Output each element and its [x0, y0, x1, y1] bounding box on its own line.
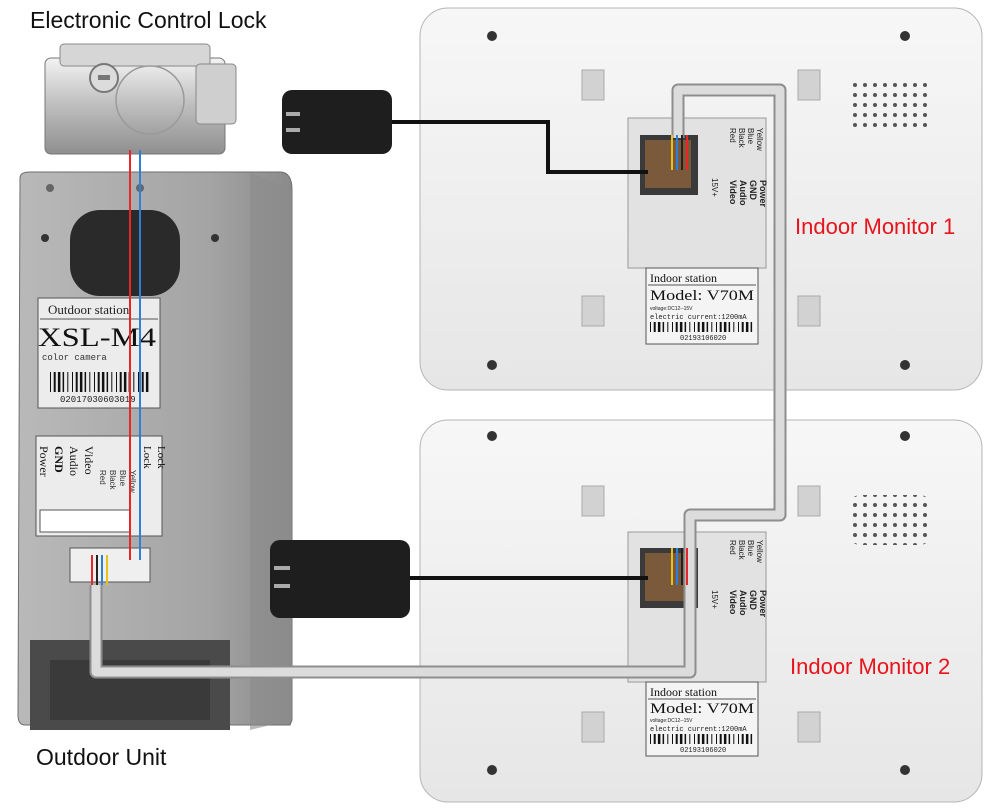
- barcode-icon: [650, 734, 753, 744]
- outdoor-serial: 02017030603019: [60, 395, 136, 405]
- lock-cylinder-icon: [89, 63, 119, 93]
- monitor1-wire-color-3: Black: [737, 128, 746, 149]
- outdoor-camera-text: color camera: [42, 353, 107, 363]
- outdoor-terminal-block: Power GND Audio Video Red Black Blue Yel…: [35, 435, 167, 537]
- monitor2-wire-name-1: Video: [728, 590, 738, 615]
- monitor1-label: Indoor station Model: V70M voltage:DC12-…: [645, 267, 759, 345]
- monitor2-wire-name-4: Power: [758, 590, 768, 618]
- lock-title: Electronic Control Lock: [30, 7, 267, 33]
- monitor2-voltage: voltage:DC12--15V: [650, 718, 693, 724]
- terminal-label-video: Video: [82, 446, 96, 475]
- terminal-color-black: Black: [108, 470, 117, 491]
- monitor2-current: electric current:1200mA: [650, 726, 747, 734]
- monitor2-wire-color-3: Black: [737, 540, 746, 561]
- monitor2-wire-name-3: GND: [748, 590, 758, 611]
- speaker-grille-icon: [850, 495, 930, 545]
- monitor2-title: Indoor Monitor 2: [790, 654, 950, 679]
- monitor2-wire-color-1: Yellow: [755, 540, 764, 563]
- outdoor-connector-wires: [91, 555, 108, 585]
- monitor2-label: Indoor station Model: V70M voltage:DC12-…: [645, 681, 759, 757]
- barcode-icon: [650, 322, 753, 332]
- outdoor-station-header: Outdoor station: [48, 302, 130, 317]
- monitor1-model: Model: V70M: [650, 288, 754, 304]
- lock-terminal-label-1: Lock: [141, 446, 153, 469]
- monitor2-terminal-wires: [671, 548, 688, 585]
- monitor1-serial: 02193106020: [680, 335, 726, 343]
- terminal-color-blue: Blue: [118, 470, 127, 487]
- power-adapter-icon: [270, 540, 648, 618]
- terminal-color-red: Red: [98, 470, 107, 485]
- monitor1-wire-name-2: Audio: [738, 180, 748, 206]
- monitor1-wire-name-3: GND: [748, 180, 758, 201]
- monitor1-current: electric current:1200mA: [650, 314, 747, 322]
- monitor2-model: Model: V70M: [650, 701, 754, 717]
- monitor1-station-header: Indoor station: [650, 271, 717, 285]
- monitor2-station-header: Indoor station: [650, 685, 717, 699]
- monitor1-dc-label: 15V+: [710, 178, 719, 197]
- terminal-label-audio: Audio: [67, 446, 81, 476]
- terminal-label-gnd: GND: [52, 446, 66, 473]
- monitor1-wire-color-1: Yellow: [755, 128, 764, 151]
- electronic-lock: [44, 43, 237, 155]
- outdoor-unit: Outdoor station XSL-M4 color camera 0201…: [17, 171, 293, 730]
- indoor-monitor-2: Yellow Blue Black Red Video Audio GND Po…: [419, 419, 983, 803]
- monitor1-wire-name-4: Power: [758, 180, 768, 208]
- outdoor-label: Outdoor station XSL-M4 color camera 0201…: [37, 297, 161, 409]
- speaker-grille-icon: [850, 80, 930, 130]
- monitor1-wire-color-4: Red: [728, 128, 737, 143]
- terminal-label-power: Power: [37, 446, 51, 477]
- monitor1-title: Indoor Monitor 1: [795, 214, 955, 239]
- monitor1-voltage: voltage:DC12--15V: [650, 306, 693, 312]
- lock-wires: [129, 150, 141, 560]
- barcode-icon: [50, 372, 149, 392]
- monitor2-wire-color-4: Red: [728, 540, 737, 555]
- monitor2-dc-label: 15V+: [710, 590, 719, 609]
- gray-bus-cable: [89, 83, 787, 679]
- monitor1-wire-name-1: Video: [728, 180, 738, 205]
- monitor1-wire-color-2: Blue: [746, 128, 755, 145]
- lock-terminal-label-2: Lock: [155, 446, 167, 469]
- terminal-color-yellow: Yellow: [128, 470, 137, 493]
- monitor2-serial: 02193106020: [680, 747, 726, 755]
- outdoor-model: XSL-M4: [38, 323, 156, 352]
- indoor-monitor-1: Yellow Blue Black Red Video Audio GND Po…: [419, 7, 983, 391]
- monitor2-wire-name-2: Audio: [738, 590, 748, 616]
- monitor2-wire-color-2: Blue: [746, 540, 755, 557]
- outdoor-unit-title: Outdoor Unit: [36, 744, 167, 770]
- monitor1-terminal-wires: [671, 135, 688, 170]
- power-adapter-icon: [282, 90, 648, 174]
